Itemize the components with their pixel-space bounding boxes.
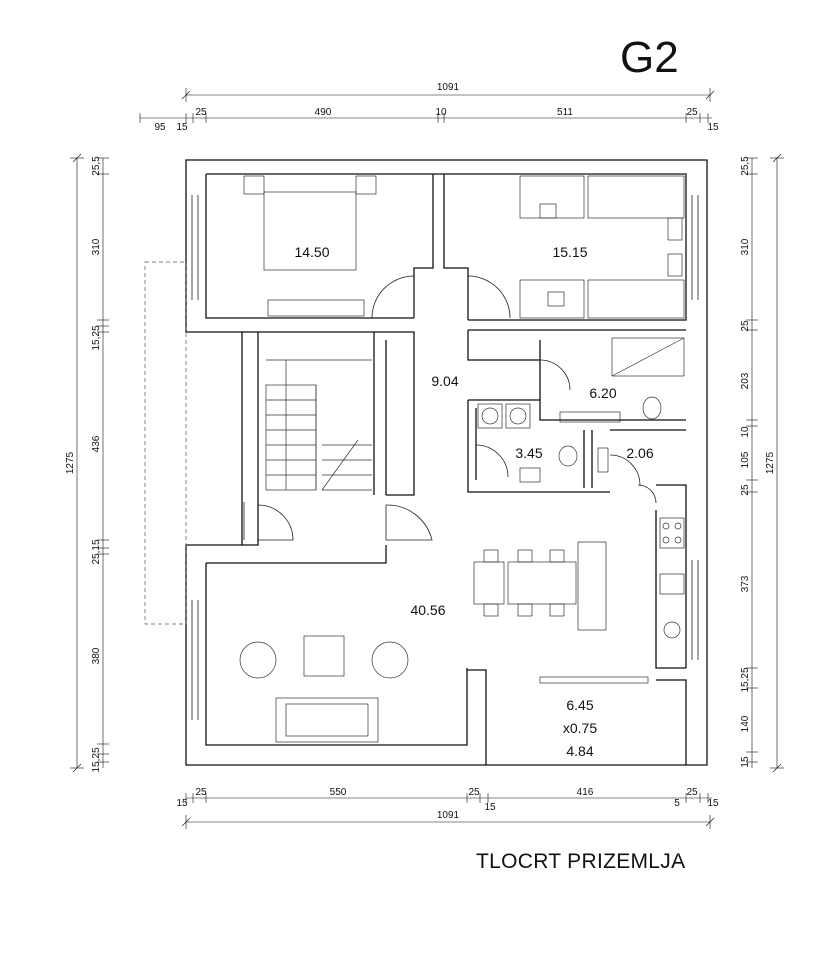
dim-top-4: 10 [435, 107, 447, 118]
dim-right-10: 15 [740, 756, 751, 768]
doors [257, 275, 657, 541]
dim-top-total: 1091 [437, 82, 460, 93]
dim-right-0: 25,5 [740, 156, 751, 176]
room-area-hallway: 9.04 [431, 373, 458, 389]
dim-top-5: 511 [557, 107, 573, 118]
dim-right-8: 15,25 [740, 667, 751, 692]
room-area-laundry: 3.45 [515, 445, 542, 461]
room-area-bathroom: 6.20 [589, 385, 616, 401]
terrace-factor: x0.75 [563, 720, 597, 736]
dim-bottom-2: 550 [330, 787, 347, 798]
room-areas: 14.50 15.15 9.04 6.20 3.45 2.06 40.56 6.… [294, 244, 653, 759]
dim-bottom-7: 5 [674, 798, 680, 809]
dim-left-1: 310 [91, 238, 102, 255]
plan-subtitle: TLOCRT PRIZEMLJA [476, 850, 686, 873]
furniture [239, 175, 685, 743]
dim-right-6: 25 [740, 484, 751, 496]
dim-bottom-3: 25 [468, 787, 480, 798]
dim-left-0: 25,5 [91, 156, 102, 176]
dim-top-7: 15 [707, 122, 719, 133]
room-area-bedroom-1: 14.50 [294, 244, 329, 260]
room-area-bedroom-2: 15.15 [552, 244, 587, 260]
dim-right-4: 10 [740, 426, 751, 438]
dim-bottom-1: 25 [195, 787, 207, 798]
dimension-lines [70, 88, 784, 829]
dim-right-3: 203 [740, 372, 751, 389]
terrace-area: 6.45 [566, 697, 593, 713]
dim-right-2: 25 [740, 320, 751, 332]
dimension-labels: 1091 95 15 25 490 10 511 25 15 15 25 550… [65, 82, 776, 821]
dim-bottom-5: 416 [577, 787, 594, 798]
room-area-living-dining: 40.56 [410, 602, 445, 618]
dim-bottom-4: 15 [484, 802, 496, 813]
dim-bottom-8: 15 [707, 798, 719, 809]
dim-right-1: 310 [740, 238, 751, 255]
dim-left-4: 25,15 [91, 539, 102, 564]
dim-right-total: 1275 [765, 451, 776, 474]
dim-right-5: 105 [740, 451, 751, 468]
dim-left-5: 380 [91, 647, 102, 664]
dim-top-6: 25 [686, 107, 698, 118]
dim-top-0: 95 [154, 122, 166, 133]
dim-left-total: 1275 [65, 451, 76, 474]
dim-top-1: 15 [176, 122, 188, 133]
overhang-outline [144, 261, 187, 625]
dim-bottom-6: 25 [686, 787, 698, 798]
dim-left-2: 15,25 [91, 325, 102, 350]
room-area-wc: 2.06 [626, 445, 653, 461]
dim-right-7: 373 [740, 575, 751, 592]
dim-bottom-total: 1091 [437, 810, 460, 821]
dim-right-9: 140 [740, 715, 751, 732]
dim-top-2: 25 [195, 107, 207, 118]
dim-left-6: 15,25 [91, 747, 102, 772]
plan-title: G2 [620, 33, 679, 82]
dim-bottom-0: 15 [176, 798, 188, 809]
dim-top-3: 490 [315, 107, 332, 118]
dim-left-3: 436 [91, 435, 102, 452]
terrace-net-area: 4.84 [566, 743, 593, 759]
